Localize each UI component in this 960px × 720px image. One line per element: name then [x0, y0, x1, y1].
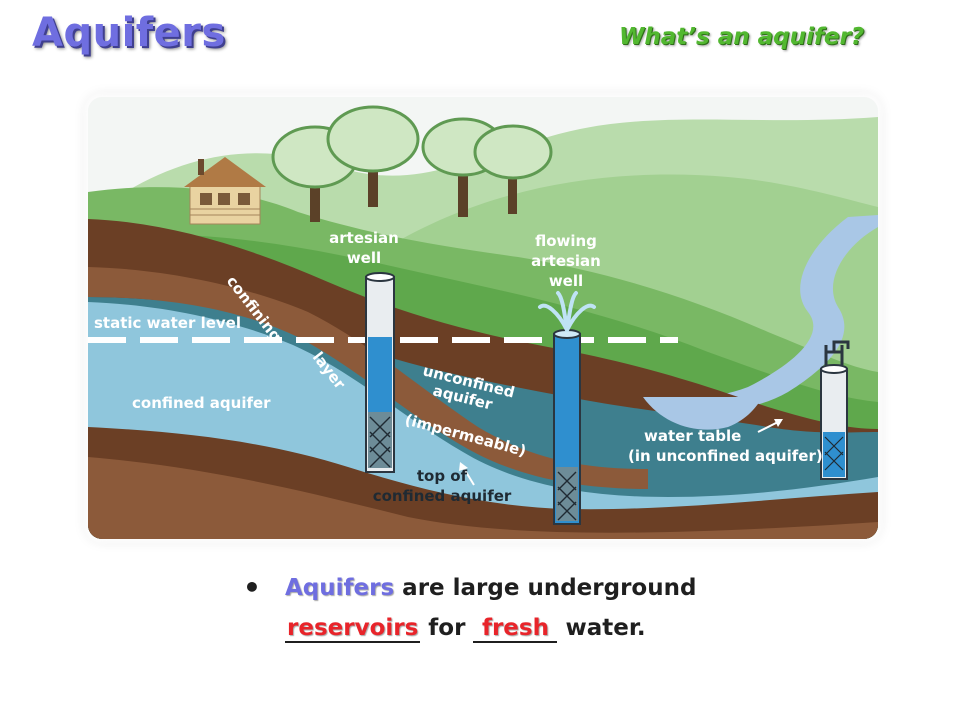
label-static-water-level: static water level	[94, 314, 241, 332]
keyword-aquifers: Aquifers	[285, 575, 395, 601]
label-top-of-1: top of	[417, 467, 468, 485]
blank-reservoirs: reservoirs	[285, 615, 421, 643]
arrow-head-icon	[459, 462, 468, 471]
bullet-line-2: reservoirs for fresh water.	[285, 606, 646, 650]
arrow-head-icon	[774, 419, 783, 427]
label-top-of-2: confined aquifer	[373, 487, 512, 505]
aquifer-diagram: artesian well flowing artesian well stat…	[88, 97, 878, 539]
label-confined-aquifer: confined aquifer	[132, 394, 271, 412]
label-artesian-well-1: artesian	[329, 229, 399, 247]
aquifer-diagram-svg: artesian well flowing artesian well stat…	[88, 97, 878, 539]
label-water-table-2: (in unconfined aquifer)	[628, 447, 823, 465]
arrow-icon	[462, 466, 475, 486]
label-flowing-artesian-1: flowing	[535, 232, 597, 250]
label-flowing-artesian-2: artesian	[531, 252, 601, 270]
bullet-icon: •	[243, 571, 261, 604]
river	[648, 215, 878, 415]
page-title: Aquifers	[32, 10, 226, 56]
pond	[643, 397, 763, 430]
bullet-end-text: water.	[557, 615, 646, 641]
label-water-table-1: water table	[644, 427, 741, 445]
bullet-line-1: Aquifers are large underground	[285, 566, 696, 610]
blank-fresh: fresh	[473, 615, 558, 643]
bedrock-lower	[88, 457, 878, 539]
arrow-icon	[757, 421, 779, 433]
bullet-line-1-text: are large underground	[394, 575, 697, 601]
unconfined-well-icon	[820, 340, 850, 480]
label-flowing-artesian-3: well	[549, 272, 583, 290]
artesian-well-icon	[365, 272, 395, 473]
label-artesian-well-2: well	[347, 249, 381, 267]
page-subtitle: What’s an aquifer?	[619, 24, 865, 50]
tree-icon	[326, 105, 420, 207]
tree-icon	[473, 124, 553, 214]
bullet-for-text: for	[420, 615, 474, 641]
flowing-artesian-well-icon	[538, 291, 596, 525]
house-icon	[184, 157, 266, 225]
